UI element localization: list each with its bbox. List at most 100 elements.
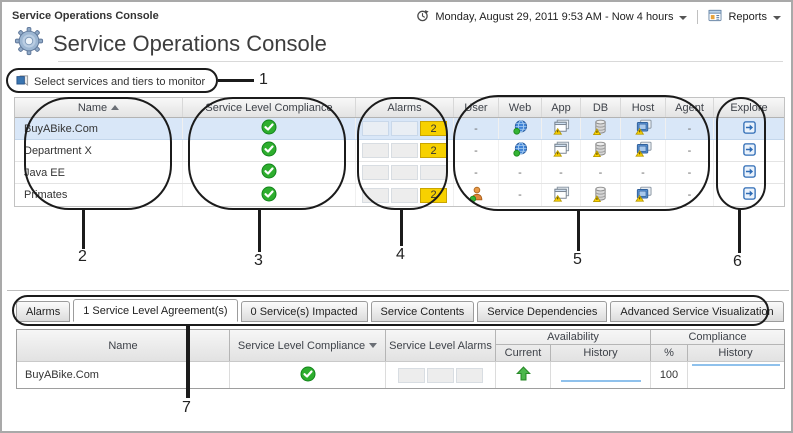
app-status: -: [559, 166, 563, 179]
reports-menu[interactable]: Reports: [728, 11, 767, 23]
sla-column-header-compliance-history[interactable]: History: [718, 347, 753, 359]
host-warning-icon[interactable]: [634, 186, 652, 205]
alarm-cell[interactable]: [362, 143, 389, 158]
tab-service-contents[interactable]: Service Contents: [370, 301, 475, 322]
alarm-cell[interactable]: [391, 143, 418, 158]
callout-number-1: 1: [259, 71, 268, 88]
table-row-javaee[interactable]: Java EE - - - - - -: [15, 162, 784, 184]
alarm-cell[interactable]: [362, 165, 389, 180]
person-icon[interactable]: [469, 186, 484, 205]
host-warning-icon[interactable]: [634, 119, 652, 138]
time-range-caret-icon[interactable]: [679, 16, 688, 20]
callout-number-5: 5: [573, 251, 582, 268]
table-row-buyabike[interactable]: BuyABike.Com 2 - -: [15, 118, 784, 140]
globe-icon[interactable]: [512, 141, 528, 160]
breadcrumb[interactable]: Service Operations Console: [12, 10, 159, 22]
alarm-cell-warning[interactable]: 2: [420, 121, 447, 136]
alarm-cell-warning[interactable]: 2: [420, 187, 447, 203]
sla-column-header-name[interactable]: Name: [17, 330, 230, 361]
alarm-cell-warning[interactable]: 2: [420, 143, 447, 158]
alarm-cell[interactable]: [362, 121, 389, 136]
monitor-select-icon: [16, 74, 29, 90]
alarm-cell[interactable]: [427, 367, 454, 383]
sla-table-row-buyabike[interactable]: BuyABike.Com 100: [17, 361, 784, 388]
services-table: Name Service Level Compliance Alarms Use…: [14, 97, 785, 207]
tab-service-level-agreements[interactable]: 1 Service Level Agreement(s): [73, 299, 238, 322]
alarm-cell[interactable]: [456, 367, 483, 383]
column-header-app[interactable]: App: [542, 98, 581, 117]
table-row-primates[interactable]: Primates 2 - -: [15, 184, 784, 206]
gear-icon: [14, 26, 44, 61]
sla-column-header-percent[interactable]: %: [651, 345, 688, 361]
availability-history-sparkline: [560, 380, 641, 382]
sort-ascending-icon: [111, 105, 120, 110]
web-status: -: [518, 189, 522, 201]
alarm-cell[interactable]: [362, 187, 389, 203]
service-name[interactable]: Primates: [15, 184, 183, 206]
column-header-explore[interactable]: Explore: [730, 101, 768, 114]
alarm-cell[interactable]: [398, 367, 425, 383]
select-services-label[interactable]: Select services and tiers to monitor: [34, 76, 206, 88]
sla-column-header-current[interactable]: Current: [496, 345, 551, 361]
tab-advanced-service-visualization[interactable]: Advanced Service Visualization: [610, 301, 784, 322]
select-services-link[interactable]: Select services and tiers to monitor: [16, 74, 205, 90]
column-header-db[interactable]: DB: [581, 98, 621, 117]
db-status: -: [598, 166, 603, 179]
database-warning-icon[interactable]: [592, 141, 608, 160]
drilldown-arrow-icon[interactable]: [742, 164, 757, 182]
reports-caret-icon[interactable]: [773, 16, 781, 20]
drilldown-arrow-icon[interactable]: [742, 142, 757, 160]
agent-status: -: [687, 189, 692, 201]
tab-alarms[interactable]: Alarms: [16, 301, 71, 322]
globe-icon[interactable]: [512, 119, 528, 138]
sla-service-name[interactable]: BuyABike.Com: [17, 362, 230, 388]
alarm-cell[interactable]: [391, 187, 418, 203]
pane-splitter[interactable]: [7, 290, 789, 291]
compliance-group-header: Compliance: [651, 330, 784, 345]
agent-status: -: [687, 122, 692, 135]
sla-column-header-history[interactable]: History: [551, 345, 651, 361]
column-header-user[interactable]: User: [454, 98, 499, 117]
alarm-cell[interactable]: [420, 165, 447, 180]
drilldown-arrow-icon[interactable]: [742, 120, 757, 138]
sla-column-header-compliance[interactable]: Service Level Compliance: [230, 330, 386, 361]
tab-service-dependencies[interactable]: Service Dependencies: [477, 301, 608, 322]
service-name[interactable]: Department X: [15, 140, 183, 161]
app-window-warning-icon[interactable]: [552, 119, 570, 138]
column-header-host[interactable]: Host: [621, 98, 666, 117]
service-name[interactable]: BuyABike.Com: [15, 118, 183, 139]
title-divider: [58, 61, 783, 62]
tab-services-impacted[interactable]: 0 Service(s) Impacted: [240, 301, 368, 322]
column-header-alarms[interactable]: Alarms: [356, 98, 454, 117]
green-check-icon: [261, 186, 277, 205]
clock-icon: [416, 9, 430, 25]
sla-column-header-alarms[interactable]: Service Level Alarms: [386, 330, 496, 361]
app-window-warning-icon[interactable]: [552, 186, 570, 205]
callout-number-6: 6: [733, 253, 742, 270]
alarm-cell[interactable]: [391, 121, 418, 136]
callout-line-1: [218, 79, 254, 82]
compliance-history-sparkline: [691, 364, 780, 366]
time-range-selector[interactable]: Monday, August 29, 2011 9:53 AM - Now 4 …: [435, 11, 674, 23]
callout-number-3: 3: [254, 252, 263, 269]
drilldown-arrow-icon[interactable]: [742, 186, 757, 204]
compliance-column-group: Compliance % History: [651, 330, 784, 361]
callout-line-2: [82, 209, 85, 249]
service-name[interactable]: Java EE: [15, 162, 183, 183]
report-icon: [708, 9, 722, 25]
alarm-cell[interactable]: [391, 165, 418, 180]
database-warning-icon[interactable]: [592, 186, 608, 205]
table-row-departmentx[interactable]: Department X 2 - -: [15, 140, 784, 162]
callout-line-3: [258, 209, 261, 252]
callout-number-4: 4: [396, 246, 405, 263]
host-warning-icon[interactable]: [634, 141, 652, 160]
column-header-name[interactable]: Name: [15, 98, 183, 117]
callout-number-7: 7: [182, 399, 191, 416]
column-header-web[interactable]: Web: [499, 98, 542, 117]
column-header-compliance[interactable]: Service Level Compliance: [183, 98, 356, 117]
app-window-warning-icon[interactable]: [552, 141, 570, 160]
column-header-agent[interactable]: Agent: [666, 98, 714, 117]
database-warning-icon[interactable]: [592, 119, 608, 138]
user-status: -: [474, 122, 478, 135]
